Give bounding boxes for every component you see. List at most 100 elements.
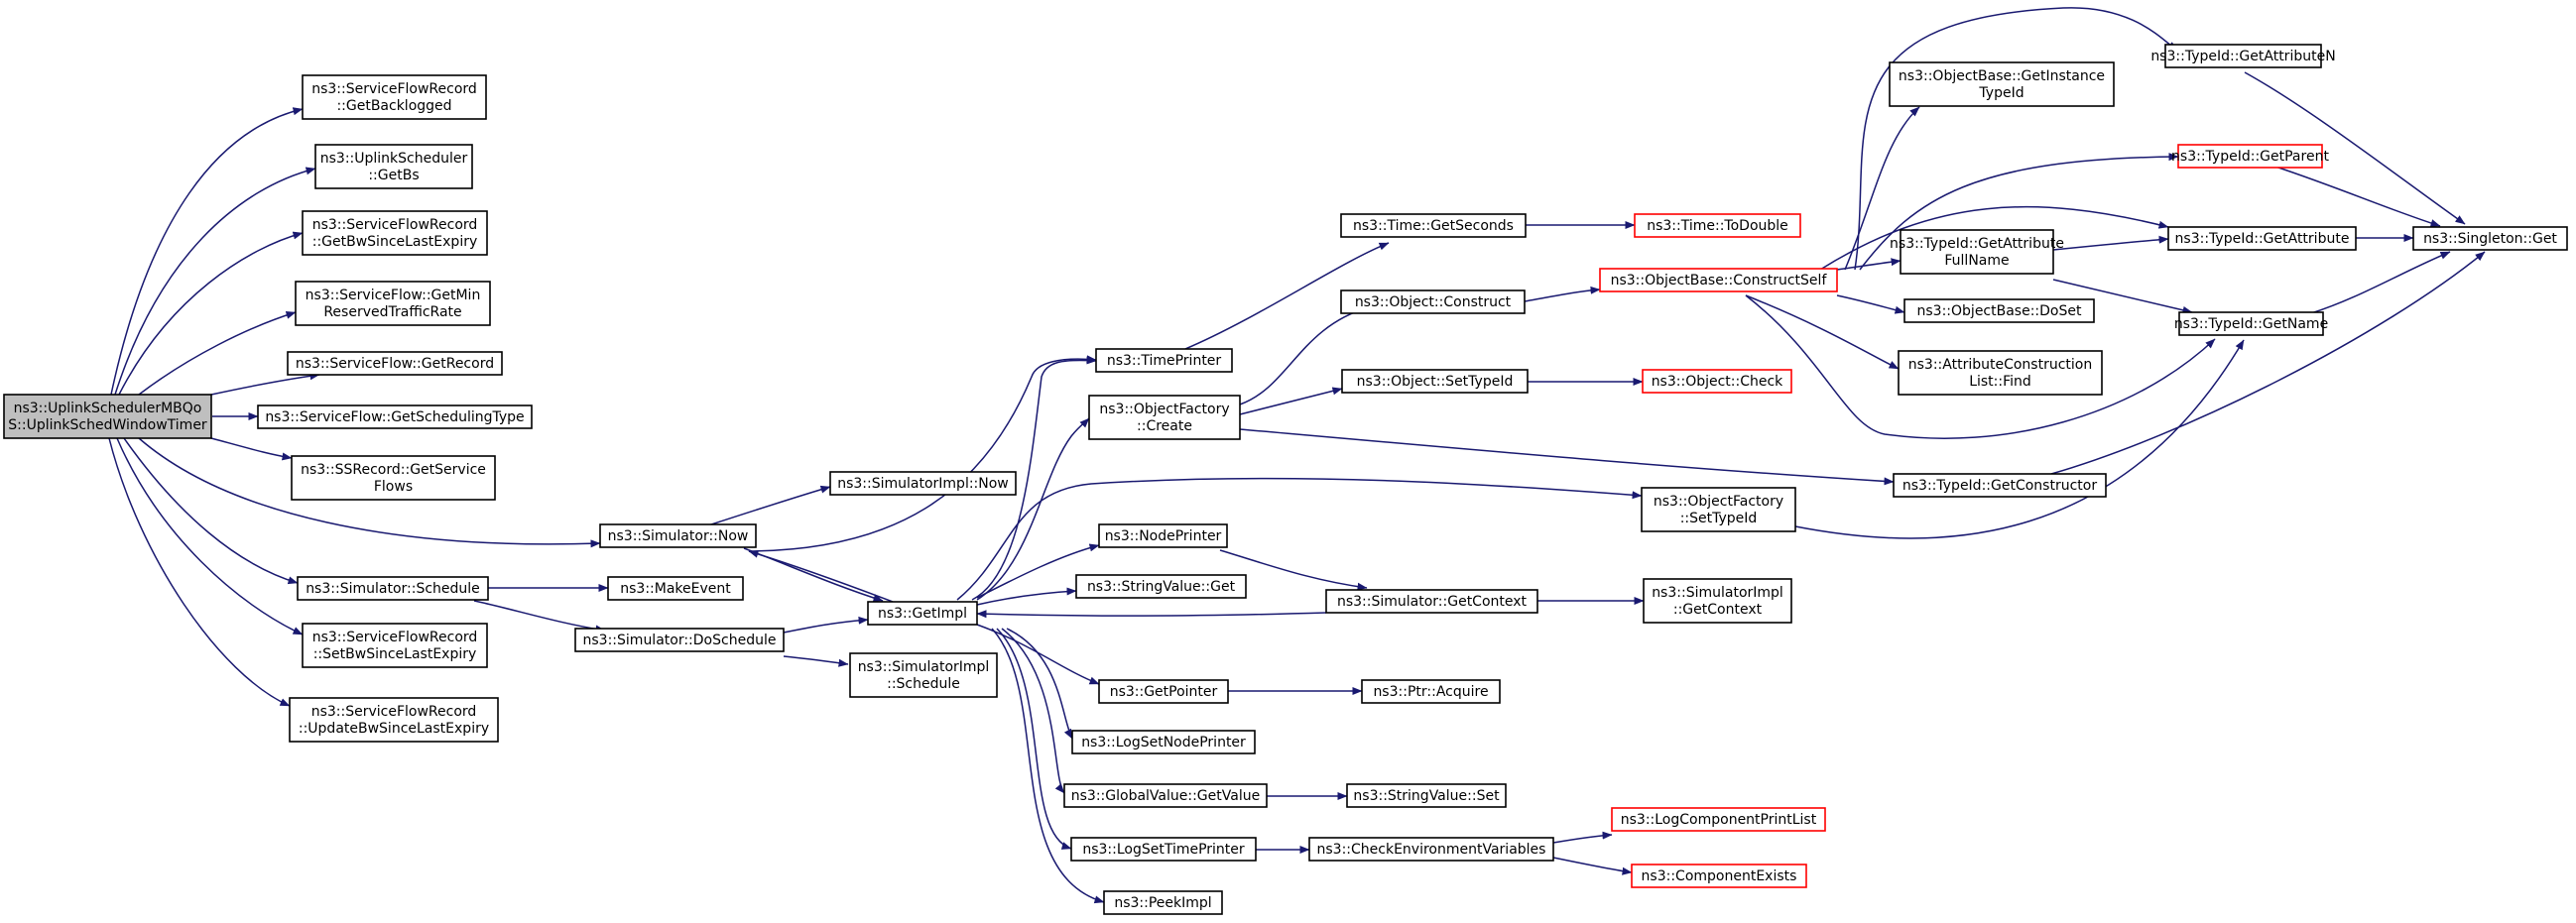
function-node-obj-set-type-id[interactable]: ns3::Object::SetTypeId (1341, 369, 1529, 394)
function-node-get-record[interactable]: ns3::ServiceFlow::GetRecord (287, 351, 503, 376)
edge-root-getrecord (210, 372, 320, 396)
function-node-get-attr-n[interactable]: ns3::TypeId::GetAttributeN (2150, 44, 2336, 68)
function-node-gv-get-value[interactable]: ns3::GlobalValue::GetValue (1063, 783, 1268, 808)
function-node-singleton-get[interactable]: ns3::Singleton::Get (2412, 226, 2568, 251)
function-node-obj-construct[interactable]: ns3::Object::Construct (1340, 289, 1526, 314)
function-node-sim-get-ctx[interactable]: ns3::Simulator::GetContext (1325, 589, 1538, 614)
node-label: List::Find (1969, 374, 2031, 390)
node-box (1098, 679, 1229, 704)
function-node-update-bw-since[interactable]: ns3::ServiceFlowRecord::UpdateBwSinceLas… (289, 697, 499, 743)
function-node-set-bw-since[interactable]: ns3::ServiceFlowRecord::SetBwSinceLastEx… (302, 623, 488, 668)
node-label: ns3::CheckEnvironmentVariables (1317, 842, 1546, 858)
function-node-get-sched-type[interactable]: ns3::ServiceFlow::GetSchedulingType (257, 404, 533, 429)
function-node-time-get-sec[interactable]: ns3::Time::GetSeconds (1340, 213, 1527, 238)
function-node-ptr-acquire[interactable]: ns3::Ptr::Acquire (1361, 679, 1501, 704)
node-label: ns3::TypeId::GetAttributeN (2150, 49, 2335, 64)
edge-ofsettypeid-getname (1794, 339, 2245, 539)
node-box (2164, 44, 2322, 68)
function-node-sim-schedule[interactable]: ns3::Simulator::Schedule (297, 576, 489, 601)
edge-timeprinter-timegetsec (1184, 242, 1390, 350)
function-node-make-event[interactable]: ns3::MakeEvent (607, 576, 744, 601)
function-node-construct-self[interactable]: ns3::ObjectBase::ConstructSelf (1599, 268, 1838, 292)
function-node-peek-impl[interactable]: ns3::PeekImpl (1103, 890, 1223, 915)
node-box (574, 628, 785, 652)
node-box (1631, 864, 1807, 888)
edge-getattrn-singleton (2244, 71, 2466, 225)
function-node-impl-now[interactable]: ns3::SimulatorImpl::Now (829, 471, 1017, 496)
function-node-to-double[interactable]: ns3::Time::ToDouble (1634, 213, 1801, 238)
function-node-impl-get-ctx[interactable]: ns3::SimulatorImpl::GetContext (1643, 578, 1792, 624)
function-node-log-set-node[interactable]: ns3::LogSetNodePrinter (1071, 730, 1256, 754)
node-box (1643, 578, 1792, 624)
function-node-comp-exists[interactable]: ns3::ComponentExists (1631, 864, 1807, 888)
node-box (314, 144, 473, 189)
function-node-check-env[interactable]: ns3::CheckEnvironmentVariables (1308, 837, 1554, 862)
edge-constructself-getattrfullname (1836, 258, 1901, 271)
node-label: ::SetBwSinceLastExpiry (313, 646, 477, 662)
function-node-of-create[interactable]: ns3::ObjectFactory::Create (1088, 395, 1241, 440)
node-label: ns3::ServiceFlowRecord (311, 81, 477, 97)
edge-doschedule-implschedule (783, 655, 849, 667)
node-box (302, 74, 487, 120)
function-node-of-set-type-id[interactable]: ns3::ObjectFactory::SetTypeId (1641, 487, 1796, 532)
function-node-get-min-res[interactable]: ns3::ServiceFlow::GetMinReservedTrafficR… (295, 281, 491, 326)
node-label: ns3::MakeEvent (620, 581, 731, 597)
function-node-get-impl[interactable]: ns3::GetImpl (867, 601, 978, 626)
edge-constructself-getname (1745, 294, 2216, 439)
node-label: ns3::PeekImpl (1114, 895, 1211, 911)
node-box (2178, 311, 2324, 336)
function-node-get-attribute[interactable]: ns3::TypeId::GetAttribute (2167, 226, 2357, 251)
function-node-str-get[interactable]: ns3::StringValue::Get (1075, 574, 1247, 599)
edge-nodeprinter-simgetctx (1219, 549, 1368, 591)
edge-getimpl-ofsettypeid (956, 477, 1643, 601)
function-node-time-printer[interactable]: ns3::TimePrinter (1095, 348, 1233, 373)
function-node-sim-now[interactable]: ns3::Simulator::Now (599, 523, 757, 548)
node-label: ns3::TypeId::GetAttribute (2175, 231, 2350, 247)
function-node-get-name[interactable]: ns3::TypeId::GetName (2174, 311, 2328, 336)
edge-root-getbs (114, 167, 316, 396)
function-node-log-set-time[interactable]: ns3::LogSetTimePrinter (1070, 837, 1257, 862)
function-node-do-schedule[interactable]: ns3::Simulator::DoSchedule (574, 628, 785, 652)
function-node-str-set[interactable]: ns3::StringValue::Set (1346, 783, 1507, 808)
node-box (1098, 523, 1228, 548)
node-label: ::GetBs (368, 168, 419, 183)
node-label: ns3::TypeId::GetAttribute (1890, 236, 2064, 252)
function-node-node-printer[interactable]: ns3::NodePrinter (1098, 523, 1228, 548)
function-node-do-set[interactable]: ns3::ObjectBase::DoSet (1903, 298, 2095, 323)
node-label: ns3::ObjectFactory (1099, 402, 1229, 417)
node-box (1308, 837, 1554, 862)
node-box (1903, 298, 2095, 323)
function-node-get-backlogged[interactable]: ns3::ServiceFlowRecord::GetBacklogged (302, 74, 487, 120)
edge-objconstruct-constructself (1524, 286, 1601, 302)
edge-constructself-getattrn (1854, 7, 2178, 271)
node-label: ns3::Simulator::GetContext (1337, 594, 1528, 610)
node-label: ns3::ServiceFlowRecord (312, 217, 478, 233)
node-box (1634, 213, 1801, 238)
node-box (849, 652, 998, 698)
function-node-impl-schedule[interactable]: ns3::SimulatorImpl::Schedule (849, 652, 998, 698)
edge-constructself-aclistfind (1745, 294, 1900, 370)
function-node-get-pointer[interactable]: ns3::GetPointer (1098, 679, 1229, 704)
node-label: ns3::Object::Construct (1355, 294, 1512, 310)
edge-ofcreate-getconstructor (1239, 428, 1895, 486)
node-box (295, 281, 491, 326)
function-node-obj-check[interactable]: ns3::Object::Check (1642, 369, 1792, 394)
function-node-log-comp-list[interactable]: ns3::LogComponentPrintList (1611, 807, 1826, 832)
node-box (1898, 350, 2103, 396)
edge-ofcreate-objsettypeid (1239, 387, 1343, 415)
node-box (829, 471, 1017, 496)
node-label: ns3::Simulator::DoSchedule (583, 633, 777, 648)
function-node-get-bw-since[interactable]: ns3::ServiceFlowRecord::GetBwSinceLastEx… (302, 210, 488, 256)
function-node-get-bs[interactable]: ns3::UplinkScheduler::GetBs (314, 144, 473, 189)
edge-getimpl-gvgetvalue (1001, 628, 1065, 794)
function-node-root[interactable]: ns3::UplinkSchedulerMBQoS::UplinkSchedWi… (3, 394, 212, 439)
function-node-get-constructor[interactable]: ns3::TypeId::GetConstructor (1893, 473, 2107, 498)
node-label: ns3::ServiceFlowRecord (312, 630, 478, 645)
edge-getimpl-simnow (748, 550, 894, 603)
function-node-get-parent[interactable]: ns3::TypeId::GetParent (2171, 144, 2329, 169)
